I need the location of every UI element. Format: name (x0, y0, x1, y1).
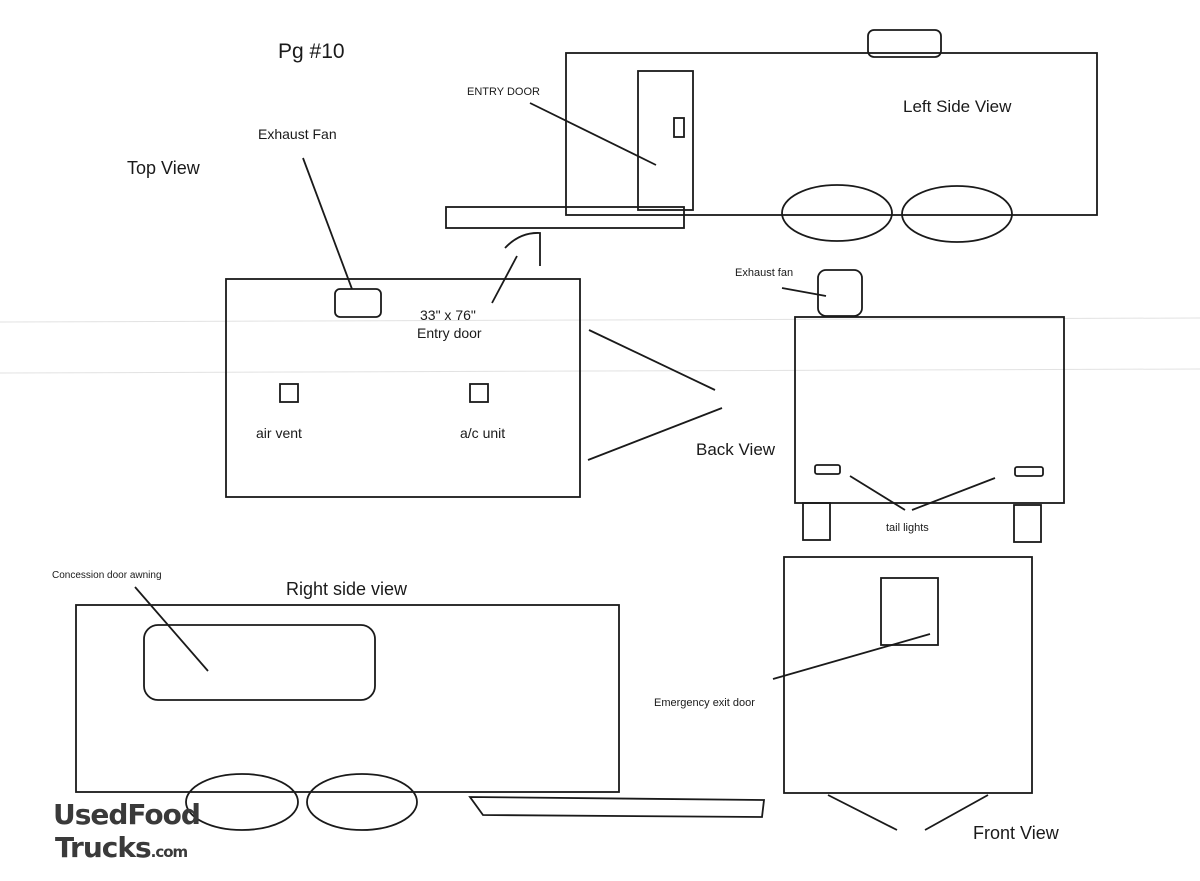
air-vent (279, 383, 299, 403)
wheel (306, 773, 418, 831)
top-view: Top View Exhaust Fan 33" x 76" Entry doo… (127, 126, 723, 498)
door-swing-arc (504, 232, 541, 266)
wheel (185, 773, 299, 831)
leader-line (911, 477, 996, 511)
tail-lights-label: tail lights (886, 522, 929, 534)
trailer-body (783, 556, 1033, 794)
trailer-body (75, 604, 620, 793)
air-vent-label: air vent (256, 425, 302, 441)
exhaust-fan (817, 269, 863, 317)
usedfoodtrucks-logo: UsedFood Trucks.com (53, 798, 201, 864)
tail-light (814, 464, 841, 475)
tongue-platform (468, 796, 766, 818)
entry-door (637, 70, 694, 211)
entry-door-label: ENTRY DOOR (467, 86, 540, 98)
door-window (673, 117, 685, 138)
wheel (781, 184, 893, 242)
view-title: Back View (696, 440, 776, 459)
exhaust-fan-label: Exhaust fan (735, 267, 793, 279)
door-label: Entry door (417, 325, 482, 341)
leader-line (772, 633, 931, 680)
left-side-view: ENTRY DOOR Left Side View (445, 29, 1098, 243)
pointer-line (587, 407, 723, 461)
leader-line (781, 287, 827, 297)
ac-unit-label: a/c unit (460, 425, 505, 441)
leg (802, 502, 831, 541)
leader-line (529, 102, 657, 166)
tail-light (1014, 466, 1044, 477)
leader-line (134, 586, 209, 672)
trailer-body (565, 52, 1098, 216)
exit-door-label: Emergency exit door (654, 697, 755, 709)
scan-line (0, 317, 1200, 323)
exhaust-fan-label: Exhaust Fan (258, 126, 337, 142)
awning-label: Concession door awning (52, 570, 162, 581)
view-title: Front View (973, 823, 1060, 843)
back-view: Exhaust fan Back View tail lights (696, 267, 1065, 543)
front-view: Emergency exit door Front View (654, 556, 1060, 843)
tongue-platform (445, 206, 685, 229)
concession-window (143, 624, 376, 701)
emergency-exit-door (880, 577, 939, 646)
leader-line (302, 157, 353, 290)
hitch-line (827, 794, 898, 831)
view-title: Left Side View (903, 97, 1012, 116)
logo-line1: UsedFood (53, 798, 200, 831)
roof-unit (867, 29, 942, 58)
door-size-label: 33" x 76" (420, 307, 476, 323)
view-title: Right side view (286, 579, 408, 599)
leader-line (491, 255, 518, 304)
exhaust-fan (334, 288, 382, 318)
pointer-line (588, 329, 716, 391)
logo-line2: Trucks.com (55, 831, 188, 864)
page-label: Pg #10 (278, 40, 345, 63)
leader-line (849, 475, 906, 511)
view-title: Top View (127, 158, 201, 178)
trailer-body (225, 278, 581, 498)
leg (1013, 504, 1042, 543)
hitch-line (924, 794, 989, 831)
wheel (901, 185, 1013, 243)
right-side-view: Right side view Concession door awning (52, 570, 766, 831)
ac-unit (469, 383, 489, 403)
scan-line (0, 368, 1200, 374)
